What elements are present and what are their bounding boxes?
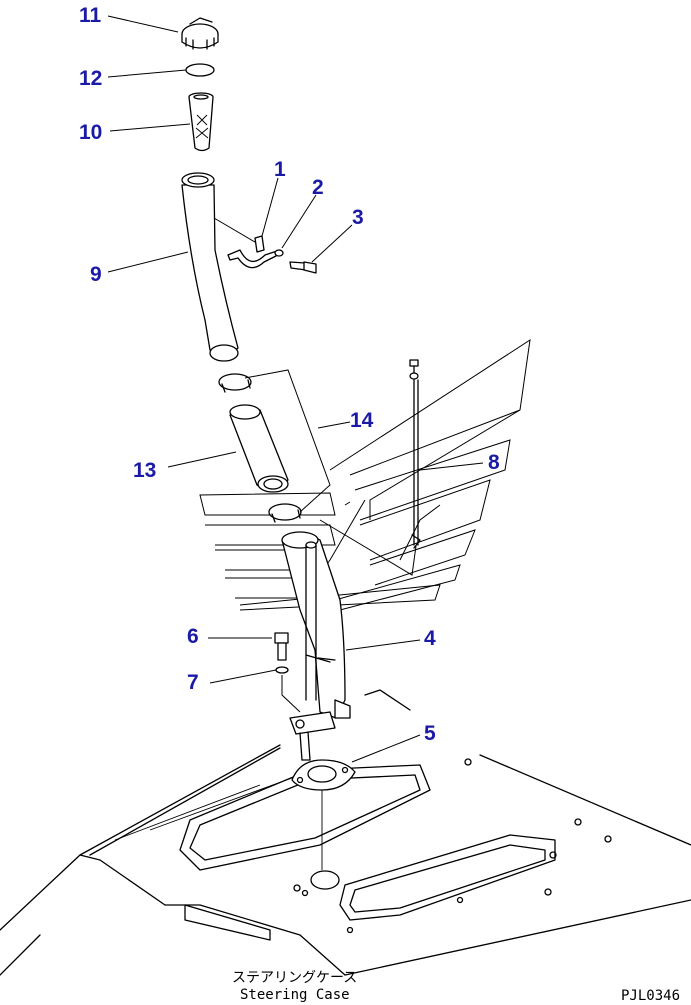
pipe-clamp	[213, 217, 281, 269]
callout-4: 4	[424, 627, 436, 650]
callout-3: 3	[352, 206, 364, 229]
steering-case-outline	[0, 689, 691, 976]
filler-cap	[181, 17, 219, 50]
washer-2	[274, 249, 284, 257]
strainer	[188, 92, 214, 152]
dipstick	[319, 359, 421, 576]
bolt-3	[289, 261, 317, 274]
washer-7	[275, 666, 289, 674]
callout-12: 12	[79, 67, 102, 90]
filler-pipe	[181, 172, 239, 362]
callout-6: 6	[187, 625, 199, 648]
bolt-6	[274, 632, 289, 661]
callout-14: 14	[350, 409, 374, 432]
drawing-code: PJL0346	[621, 988, 680, 1004]
o-ring	[185, 63, 215, 77]
callout-8: 8	[488, 451, 500, 474]
filler-tube	[281, 531, 351, 870]
callout-9: 9	[90, 263, 102, 286]
hose	[229, 404, 289, 493]
callout-labels: 11 12 10 1 2 3 9 14 13 8 6 4 7 5	[79, 4, 500, 745]
callout-5: 5	[424, 722, 436, 745]
callout-11: 11	[79, 4, 102, 27]
leader-lines	[107, 15, 484, 763]
bolt-guide	[281, 675, 301, 713]
gasket	[291, 759, 356, 791]
callout-13: 13	[133, 459, 156, 482]
caption-english: Steering Case	[240, 987, 350, 1003]
hose-clamps	[218, 369, 331, 523]
callout-2: 2	[312, 176, 324, 199]
callout-7: 7	[187, 671, 199, 694]
callout-10: 10	[79, 121, 102, 144]
caption-japanese: ステアリングケース	[232, 970, 357, 986]
callout-1: 1	[274, 158, 286, 181]
